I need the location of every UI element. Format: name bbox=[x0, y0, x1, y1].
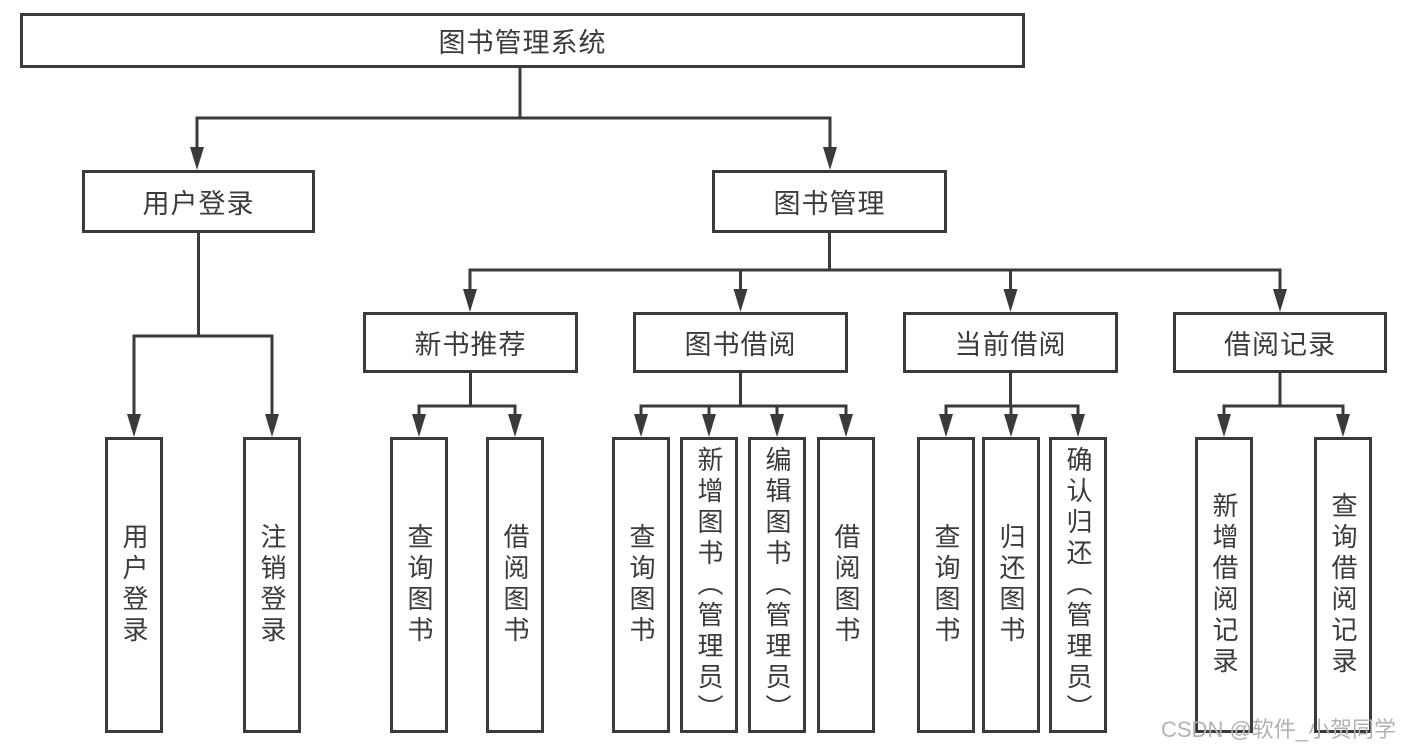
leaf-nbr-borrow-books-label: 借阅图书 bbox=[500, 523, 530, 647]
connector-borrow-record bbox=[1217, 371, 1350, 437]
node-current-borrow-label: 当前借阅 bbox=[954, 330, 1067, 360]
node-user-login-label: 用户登录 bbox=[142, 189, 255, 219]
leaf-nbr-query-books: 查询图书 bbox=[390, 437, 448, 733]
leaf-cb-confirm-return-admin: 确认归还（管理员） bbox=[1049, 437, 1107, 733]
csdn-watermark: CSDN @软件_小贺同学 bbox=[1161, 717, 1397, 742]
node-new-book-rec-label: 新书推荐 bbox=[414, 330, 527, 360]
node-book-borrow-label: 图书借阅 bbox=[684, 330, 797, 360]
leaf-bb-borrow-books: 借阅图书 bbox=[817, 437, 875, 733]
leaf-bb-add-books-admin: 新增图书（管理员） bbox=[680, 437, 738, 733]
leaf-cb-query-books: 查询图书 bbox=[917, 437, 975, 733]
node-book-mgmt: 图书管理 bbox=[712, 170, 947, 233]
connector-root bbox=[190, 66, 837, 170]
leaf-user-login: 用户登录 bbox=[105, 437, 163, 733]
leaf-br-add-record-label: 新增借阅记录 bbox=[1209, 492, 1239, 678]
connector-user-login bbox=[127, 231, 279, 437]
node-current-borrow: 当前借阅 bbox=[903, 312, 1118, 373]
leaf-bb-query-books: 查询图书 bbox=[612, 437, 670, 733]
leaf-cb-query-books-label: 查询图书 bbox=[931, 523, 961, 647]
node-root-label: 图书管理系统 bbox=[438, 28, 607, 58]
connector-book-borrow bbox=[634, 371, 853, 437]
node-book-borrow: 图书借阅 bbox=[633, 312, 848, 373]
leaf-br-add-record: 新增借阅记录 bbox=[1195, 437, 1253, 733]
leaf-logout-label: 注销登录 bbox=[257, 523, 287, 647]
leaf-logout: 注销登录 bbox=[243, 437, 301, 733]
leaf-user-login-label: 用户登录 bbox=[119, 523, 149, 647]
leaf-bb-borrow-books-label: 借阅图书 bbox=[831, 523, 861, 647]
leaf-bb-edit-books-admin: 编辑图书（管理员） bbox=[748, 437, 806, 733]
leaf-bb-edit-books-admin-label: 编辑图书（管理员） bbox=[762, 445, 792, 725]
leaf-br-query-record-label: 查询借阅记录 bbox=[1328, 492, 1358, 678]
leaf-cb-return-books-label: 归还图书 bbox=[996, 523, 1026, 647]
leaf-bb-query-books-label: 查询图书 bbox=[626, 523, 656, 647]
connector-book-mgmt bbox=[463, 231, 1287, 312]
node-user-login: 用户登录 bbox=[82, 170, 315, 233]
leaf-cb-return-books: 归还图书 bbox=[982, 437, 1040, 733]
node-root: 图书管理系统 bbox=[20, 13, 1025, 68]
node-borrow-record-label: 借阅记录 bbox=[1224, 330, 1336, 360]
leaf-bb-add-books-admin-label: 新增图书（管理员） bbox=[694, 445, 724, 725]
leaf-cb-confirm-return-admin-label: 确认归还（管理员） bbox=[1063, 445, 1093, 725]
leaf-nbr-borrow-books: 借阅图书 bbox=[486, 437, 544, 733]
leaf-br-query-record: 查询借阅记录 bbox=[1314, 437, 1372, 733]
connector-current-borrow bbox=[939, 371, 1085, 437]
node-borrow-record: 借阅记录 bbox=[1173, 312, 1387, 373]
node-new-book-rec: 新书推荐 bbox=[363, 312, 578, 373]
leaf-nbr-query-books-label: 查询图书 bbox=[404, 523, 434, 647]
node-book-mgmt-label: 图书管理 bbox=[773, 189, 886, 219]
connector-new-book-rec bbox=[412, 371, 522, 437]
